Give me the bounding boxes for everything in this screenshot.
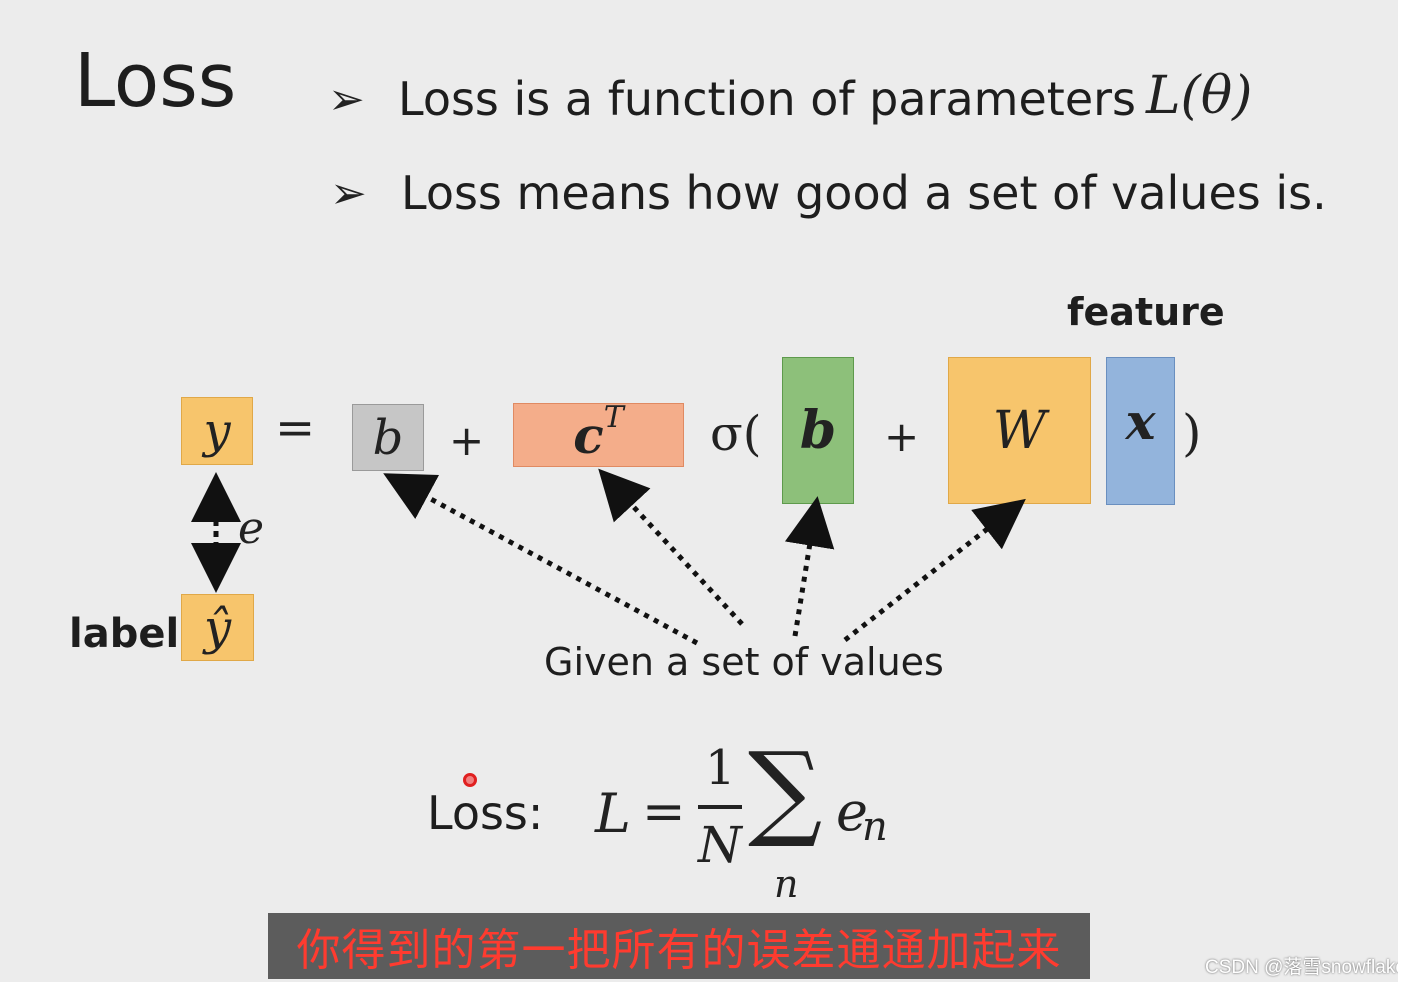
x-symbol: x	[1125, 391, 1156, 451]
feature-label: feature	[1067, 290, 1225, 334]
b-vector-symbol: b	[799, 400, 837, 461]
fraction-bar	[698, 805, 742, 809]
sum-index: n	[774, 862, 799, 906]
bullet-arrow-icon: ➢	[330, 168, 367, 219]
bullet-1-math: L(θ)	[1146, 66, 1253, 126]
bullet-arrow-icon: ➢	[328, 74, 365, 125]
formula-e: e	[836, 780, 868, 843]
b-symbol: b	[372, 409, 404, 466]
watermark-text: CSDN @落雪snowflake	[1205, 957, 1406, 978]
sum-symbol: ∑	[748, 729, 823, 851]
w-symbol: W	[992, 400, 1047, 461]
right-edge-bar	[1398, 0, 1418, 982]
equals-sign: =	[275, 400, 316, 456]
formula-L: L	[595, 782, 631, 845]
w-matrix-box: W	[948, 357, 1091, 504]
formula-denominator: N	[698, 816, 742, 874]
error-symbol: e	[238, 503, 265, 554]
sigmoid-close: )	[1182, 404, 1202, 462]
b-vector-box: b	[782, 357, 854, 504]
plus-sign: +	[449, 416, 485, 465]
formula-equals: =	[642, 782, 686, 842]
subtitle-text: 你得到的第一把所有的误差通通加起来	[296, 925, 1062, 976]
arrow-to-c-transpose	[598, 468, 744, 626]
arrow-to-w-matrix	[843, 498, 1026, 642]
given-values-text: Given a set of values	[544, 640, 944, 684]
arrow-to-b-vector	[784, 496, 835, 637]
y-symbol: y	[203, 403, 231, 459]
slide-title: Loss	[74, 38, 237, 124]
plus-sign: +	[884, 412, 920, 461]
cursor-dot-icon	[463, 773, 477, 787]
y-hat-symbol: ŷ	[203, 599, 232, 656]
loss-formula-label: Loss:	[427, 786, 544, 840]
bullet-1-text: Loss is a function of parameters	[398, 72, 1136, 126]
arrow-to-b-bias	[383, 473, 699, 646]
y-box: y	[181, 397, 253, 465]
y-hat-box: ŷ	[181, 594, 254, 661]
bullet-2-text: Loss means how good a set of values is.	[401, 166, 1327, 220]
formula-e-subscript: n	[862, 804, 888, 850]
c-transpose-box: c T	[513, 399, 684, 467]
b-bias-box: b	[352, 404, 424, 471]
formula-numerator: 1	[705, 740, 736, 796]
c-symbol: c	[573, 405, 604, 465]
transpose-superscript: T	[603, 399, 624, 435]
sigmoid-open: σ(	[710, 406, 762, 462]
subtitle-caption: 你得到的第一把所有的误差通通加起来	[268, 913, 1090, 979]
label-text: label	[69, 611, 180, 657]
x-feature-box: x	[1106, 357, 1175, 505]
